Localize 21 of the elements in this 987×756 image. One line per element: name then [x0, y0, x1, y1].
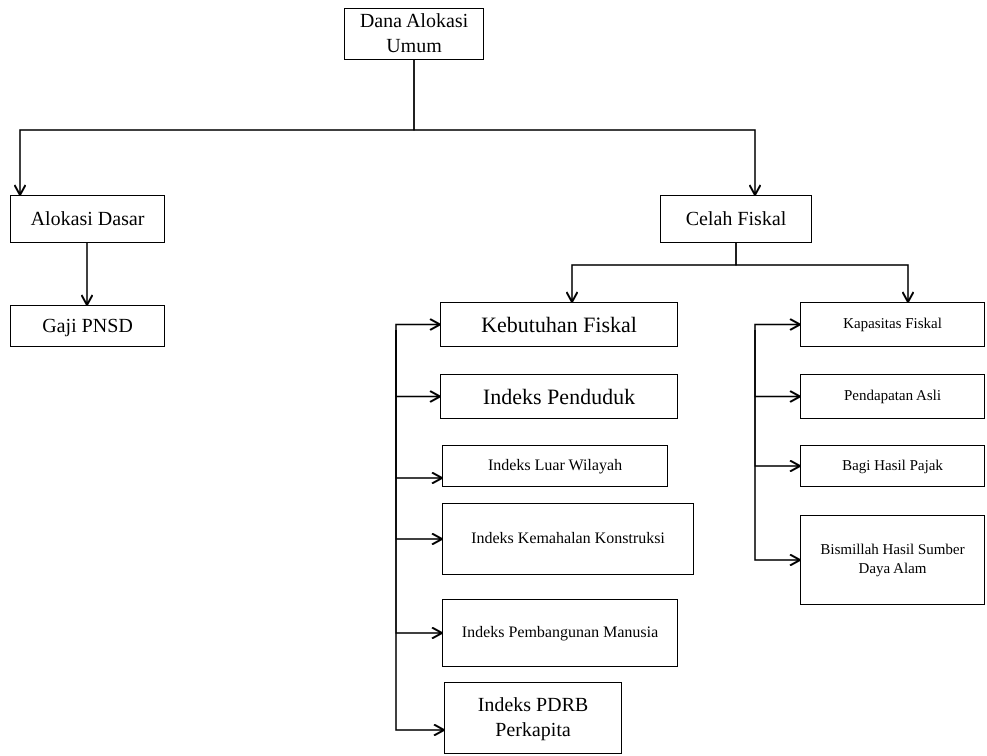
arrow [735, 243, 914, 303]
process-box: Bismillah Hasil Sumber Daya Alam [800, 515, 985, 605]
process-box: Indeks Pembangunan Manusia [442, 599, 678, 667]
process-box: Kapasitas Fiskal [800, 302, 985, 347]
process-box: Bagi Hasil Pajak [800, 445, 985, 487]
process-box: Alokasi Dasar [10, 195, 165, 243]
arrow [395, 318, 441, 331]
process-box: Gaji PNSD [10, 305, 165, 347]
process-box: Indeks Penduduk [440, 374, 678, 419]
arrow [413, 60, 762, 196]
process-box: Dana Alokasi Umum [344, 8, 484, 60]
process-box: Indeks PDRB Perkapita [444, 682, 622, 754]
process-box: Celah Fiskal [660, 195, 812, 243]
arrow [754, 318, 801, 331]
arrow [80, 243, 94, 306]
process-box: Kebutuhan Fiskal [440, 302, 678, 347]
process-box: Indeks Luar Wilayah [442, 445, 668, 487]
process-box: Indeks Kemahalan Konstruksi [442, 503, 694, 575]
arrow [395, 330, 445, 736]
process-box: Pendapatan Asli [800, 374, 985, 419]
arrow [754, 330, 801, 566]
